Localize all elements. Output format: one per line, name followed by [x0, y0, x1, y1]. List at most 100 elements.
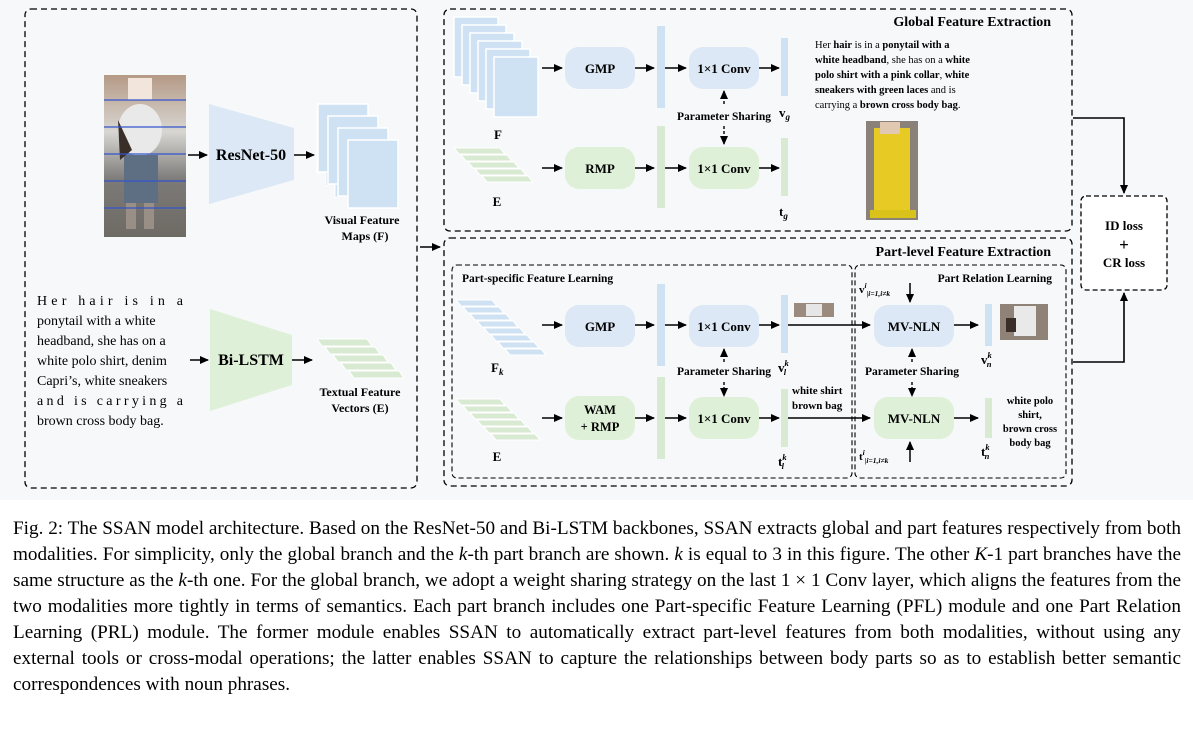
- conv-block-part-textual: [689, 397, 759, 439]
- vi-input-label: vi|i=1,i≠k: [859, 281, 890, 298]
- global-description-line: carrying a brown cross body bag.: [815, 100, 960, 111]
- textual-vectors-label-1: Textual Feature: [320, 385, 402, 399]
- global-visual-vector: [657, 26, 665, 108]
- wam-rmp-label-1: WAM: [584, 403, 616, 417]
- phrase-mid-2: brown bag: [792, 400, 843, 412]
- E-label-part: E: [493, 449, 502, 464]
- param-sharing-part: Parameter Sharing: [677, 366, 771, 378]
- svg-text:Her hair is in a: Her hair is in a: [37, 294, 184, 309]
- part-crop-image: [794, 303, 834, 317]
- bi-lstm-label: Bi-LSTM: [218, 352, 284, 369]
- pedestrian-image: [104, 75, 186, 237]
- visual-feature-maps: [316, 103, 399, 209]
- cr-loss-label: CR loss: [1103, 255, 1145, 270]
- caption-math: k: [674, 544, 683, 565]
- phrase-mid-1: white shirt: [792, 385, 843, 397]
- input-description: Her hair is in a ponytail with a white h…: [37, 294, 184, 429]
- svg-text:brown cross: brown cross: [1003, 424, 1057, 435]
- part-visual-stack: [454, 299, 548, 356]
- visual-maps-label-2: Maps (F): [342, 229, 389, 243]
- id-loss-label: ID loss: [1105, 218, 1143, 233]
- global-description: Her hair is in a ponytail with a white he…: [815, 40, 970, 111]
- loss-box: [1080, 195, 1168, 291]
- vg-label: vg: [779, 105, 791, 122]
- vnk-vector: [985, 304, 992, 346]
- conv-block-global-textual: [689, 147, 759, 189]
- wam-rmp-label-2: + RMP: [581, 420, 620, 434]
- bi-lstm-block: [210, 309, 292, 411]
- Fk-label: Fk: [491, 360, 504, 377]
- conv-block-part-visual: [689, 305, 759, 347]
- caption-text: is equal to 3 in this figure. The other: [682, 544, 975, 565]
- wam-rmp-block: [565, 396, 635, 440]
- part-output-crop-image: [1000, 304, 1048, 340]
- caption-text: Fig. 2: The SSAN model architecture. Bas…: [13, 518, 1181, 565]
- global-description-line: Her hair is in a ponytail with a: [815, 40, 950, 51]
- svg-text:Capri’s, white sneakers: Capri’s, white sneakers: [37, 374, 167, 389]
- global-visual-stack: [453, 16, 539, 118]
- prl-title: Part Relation Learning: [938, 273, 1053, 285]
- global-panel-title: Global Feature Extraction: [893, 15, 1051, 30]
- conv-label-global-visual: 1×1 Conv: [697, 61, 751, 76]
- svg-text:white polo: white polo: [1007, 396, 1053, 407]
- param-sharing-prl: Parameter Sharing: [865, 366, 959, 378]
- textual-feature-vectors: [316, 338, 405, 379]
- caption-text: -th part branch are shown.: [467, 544, 675, 565]
- backbone-panel: [24, 8, 418, 489]
- mv-nln-label-visual: MV-NLN: [888, 319, 941, 334]
- highlighted-pedestrian-image: [866, 121, 918, 220]
- textual-vectors-label-2: Vectors (E): [331, 401, 388, 415]
- svg-text:white polo shirt, denim: white polo shirt, denim: [37, 354, 167, 369]
- rmp-label-global: RMP: [585, 161, 615, 176]
- svg-text:shirt,: shirt,: [1018, 410, 1042, 421]
- pfl-panel: [451, 264, 853, 479]
- prl-panel: [854, 264, 1067, 479]
- global-description-line: white headband, she has on a white: [815, 55, 970, 66]
- caption-text: -1 part branches have the same structure…: [13, 544, 1181, 591]
- gmp-block-part: [565, 305, 635, 347]
- mv-nln-label-textual: MV-NLN: [888, 411, 941, 426]
- conv-block-global-visual: [689, 47, 759, 89]
- svg-text:body bag: body bag: [1009, 438, 1051, 449]
- gmp-label-global: GMP: [585, 61, 615, 76]
- phrase-right: white polo shirt, brown cross body bag: [1003, 396, 1057, 449]
- F-label: F: [494, 127, 502, 142]
- pfl-title: Part-specific Feature Learning: [462, 273, 613, 285]
- caption-math: k: [458, 544, 468, 565]
- vlk-vector: [781, 295, 788, 353]
- svg-text:and is carrying a: and is carrying a: [37, 394, 184, 409]
- global-feature-panel: [443, 8, 1073, 232]
- part-panel-title: Part-level Feature Extraction: [876, 245, 1052, 260]
- part-visual-vector: [657, 284, 665, 366]
- part-textual-stack: [454, 398, 542, 441]
- figure-caption: Fig. 2: The SSAN model architecture. Bas…: [13, 516, 1181, 698]
- architecture-diagram: ResNet-50 Visual Feature Maps (F) Her ha…: [24, 8, 1168, 489]
- global-textual-stack: [452, 147, 535, 183]
- param-sharing-global: Parameter Sharing: [677, 111, 771, 123]
- tlk-vector: [781, 389, 788, 447]
- ti-input-label: ti|i=1,i≠k: [859, 448, 889, 465]
- svg-text:headband, she has on a: headband, she has on a: [37, 334, 166, 349]
- resnet-50-block: [209, 104, 294, 204]
- caption-text: -th one. For the global branch, we adopt…: [13, 570, 1181, 695]
- global-description-line: sneakers with green laces and is: [815, 85, 956, 96]
- caption-math: k: [178, 570, 187, 591]
- part-feature-panel: [443, 237, 1073, 487]
- mv-nln-block-visual: [874, 305, 954, 347]
- tnk-vector: [985, 398, 992, 438]
- mv-nln-block-textual: [874, 397, 954, 439]
- conv-label-global-textual: 1×1 Conv: [697, 161, 751, 176]
- E-label: E: [493, 194, 502, 209]
- global-textual-vector: [657, 126, 665, 208]
- svg-text:brown cross body bag.: brown cross body bag.: [37, 414, 164, 429]
- part-textual-vector: [657, 377, 665, 459]
- vg-vector: [781, 38, 788, 96]
- conv-label-part-visual: 1×1 Conv: [697, 319, 751, 334]
- resnet-50-label: ResNet-50: [216, 147, 286, 164]
- gmp-block-global: [565, 47, 635, 89]
- tg-label: tg: [779, 204, 788, 221]
